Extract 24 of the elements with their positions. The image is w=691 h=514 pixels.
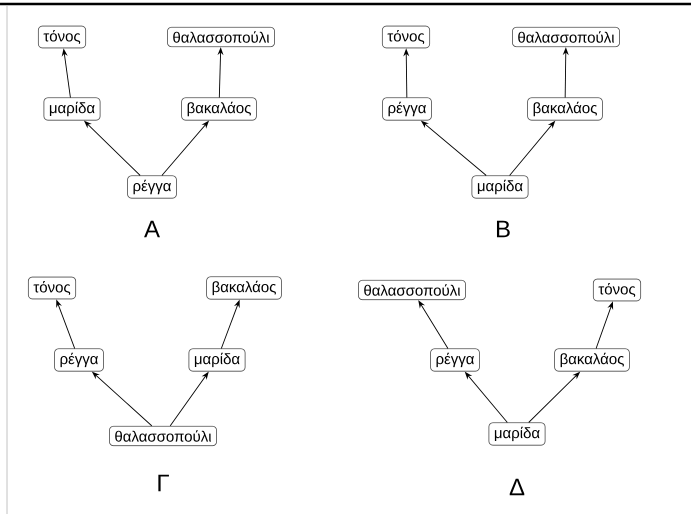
text-box: μαρίδα xyxy=(188,348,246,372)
text-box: τόνος xyxy=(592,278,642,302)
text-box: τόνος xyxy=(382,26,430,48)
text-box: τόνος xyxy=(28,276,76,300)
panel-letter: Γ xyxy=(158,474,169,492)
text-box: θαλασσοπούλι xyxy=(358,280,466,300)
text-box: ρέγγα xyxy=(127,175,177,199)
text-box: ρέγγα xyxy=(382,97,432,121)
panel-letter: Δ xyxy=(510,478,524,496)
text-box: μαρίδα xyxy=(472,175,528,199)
panel-letter: Α xyxy=(144,220,160,238)
text-box: τόνος xyxy=(38,26,86,48)
text-box: βακαλάος xyxy=(527,97,603,121)
text-box: βακαλάος xyxy=(206,276,282,300)
text-box: θαλασσοπούλι xyxy=(167,26,275,48)
text-box: μαρίδα xyxy=(488,422,546,446)
text-box: θαλασσοπούλι xyxy=(109,426,217,446)
text-box: βακαλάος xyxy=(554,348,630,372)
text-box: βακαλάος xyxy=(181,97,257,121)
text-box: ρέγγα xyxy=(430,348,480,372)
text-box: μαρίδα xyxy=(44,97,100,121)
panel-letter: Β xyxy=(496,220,510,238)
text-box: θαλασσοπούλι xyxy=(512,26,620,48)
text-box: ρέγγα xyxy=(54,348,104,372)
